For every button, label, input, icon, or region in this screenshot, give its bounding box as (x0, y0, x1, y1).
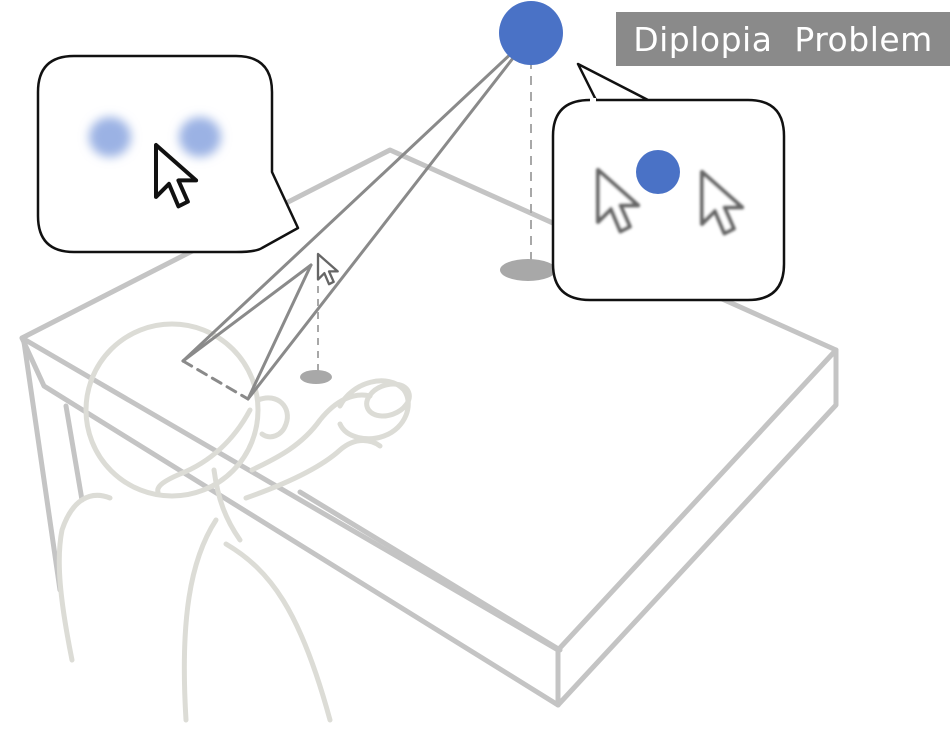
person-face-line (155, 407, 253, 495)
diagram-title: Diplopia Problem (616, 12, 950, 66)
table-left-edge (19, 335, 561, 708)
interocular-dash (181, 359, 250, 401)
table-inner-edge (297, 489, 563, 653)
sight-line-left-to-cursor (181, 263, 313, 363)
person-ear (255, 395, 290, 440)
person-hand (337, 378, 411, 442)
floating-target (499, 1, 563, 281)
blurred-target-left-icon (89, 117, 131, 157)
arrow-cursor-icon (316, 252, 339, 286)
blurred-target-right-icon (179, 117, 221, 157)
person-neck (211, 467, 243, 543)
person-arm-lower (243, 438, 383, 501)
mouse-body (364, 381, 412, 419)
table-front-edge (555, 347, 839, 708)
person-head (83, 321, 261, 499)
table-left-leg (21, 339, 63, 593)
person-shoulder (56, 492, 113, 663)
left-speech-bubble (36, 54, 300, 254)
person-back (181, 517, 219, 723)
right-speech-bubble (551, 62, 786, 302)
mouse (364, 381, 412, 419)
table-left-leg-inner (63, 403, 85, 503)
person-arm (249, 392, 373, 473)
sight-line-left-eye (181, 33, 533, 363)
cursor-shadow-icon (300, 370, 332, 384)
sight-line-right-to-cursor (246, 263, 313, 401)
person (56, 321, 411, 723)
sight-lines (181, 33, 533, 401)
sight-line-right-eye (246, 33, 533, 401)
person-body (223, 541, 333, 723)
sharp-target-icon (636, 150, 680, 194)
table-cursor (300, 252, 339, 384)
target-shadow-icon (500, 259, 556, 281)
blue-circle-icon (499, 1, 563, 65)
